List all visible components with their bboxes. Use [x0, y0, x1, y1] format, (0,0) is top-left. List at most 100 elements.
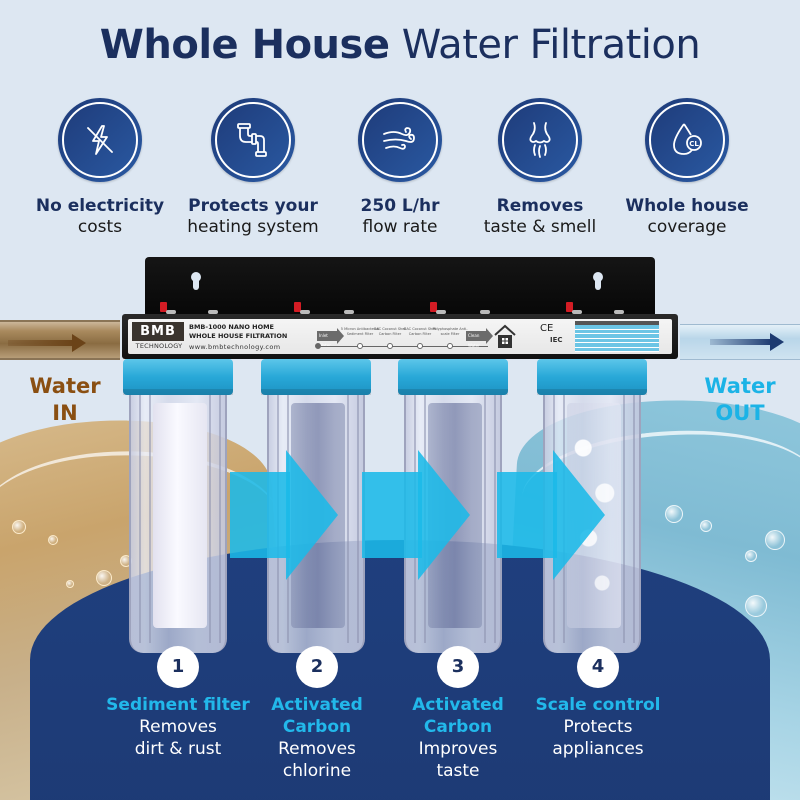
screw [614, 310, 624, 314]
filter-cap-4 [537, 359, 647, 395]
ce-mark: CE [540, 323, 554, 334]
keyhole-icon [593, 272, 603, 290]
screw [208, 310, 218, 314]
step-desc: appliances [552, 739, 644, 759]
pressure-valve [294, 302, 301, 312]
water-in-label: Water IN [20, 373, 110, 427]
step-number: 2 [296, 646, 338, 688]
step-desc: Removes [139, 717, 217, 737]
bubble [12, 520, 26, 534]
screw [572, 310, 582, 314]
brand-logo: BMB [132, 322, 184, 341]
step-title: Scale control [535, 695, 661, 715]
brand-subtitle: TECHNOLOGY [135, 342, 183, 350]
brand-url: www.bmbtechnology.com [189, 343, 281, 351]
bubble [745, 595, 767, 617]
step-2: 2 Activated Carbon Removes chlorine [237, 646, 397, 782]
feature-heating: Protects your heating system [173, 98, 333, 237]
pressure-valve [566, 302, 573, 312]
screw [166, 310, 176, 314]
stage-dot [387, 343, 393, 349]
step-title: Sediment filter [106, 695, 250, 715]
feature-subtitle: flow rate [362, 217, 438, 237]
feature-title: 250 L/hr [360, 196, 440, 216]
water-out-line1: Water [704, 374, 776, 398]
step-desc: chlorine [282, 761, 352, 781]
chlorine-symbol: CL [689, 140, 699, 148]
step-title: Activated [271, 695, 363, 715]
feature-flow-rate: 250 L/hr flow rate [320, 98, 480, 237]
water-in-line1: Water [29, 374, 101, 398]
feature-subtitle: costs [77, 217, 123, 237]
inlet-arrow-icon [8, 334, 88, 352]
step-title: Carbon [282, 717, 352, 737]
feature-title: Removes [496, 196, 584, 216]
step-desc: Protects [563, 717, 633, 737]
step-4: 4 Scale control Protects appliances [518, 646, 678, 760]
bubble [96, 570, 112, 586]
feature-title: Whole house [625, 196, 749, 216]
house-icon [494, 324, 516, 348]
model-line2: WHOLE HOUSE FILTRATION [189, 332, 288, 340]
bubble [48, 535, 58, 545]
iec-mark: IEC [550, 336, 563, 344]
flow-arrow-icon [497, 450, 605, 580]
feature-row: No electricity costs Protects your heati… [20, 98, 780, 248]
step-desc: taste [436, 761, 480, 781]
feature-whole-house: CL Whole house coverage [607, 98, 767, 237]
no-electricity-icon [58, 98, 142, 182]
step-1: 1 Sediment filter Removes dirt & rust [98, 646, 258, 760]
pressure-valve [160, 302, 167, 312]
wind-flow-icon [358, 98, 442, 182]
bubble [765, 530, 785, 550]
model-line1: BMB-1000 NANO HOME [189, 323, 275, 331]
flow-arrow-icon [362, 450, 470, 580]
step-number: 1 [157, 646, 199, 688]
stage-line [318, 346, 488, 347]
step-3: 3 Activated Carbon Improves taste [378, 646, 538, 782]
page-title: Whole House Water Filtration [0, 22, 800, 68]
screw [436, 310, 446, 314]
feature-title: No electricity [35, 196, 165, 216]
step-title: Activated [412, 695, 504, 715]
screw [344, 310, 354, 314]
pipe-icon [211, 98, 295, 182]
water-drop-chlorine-icon: CL [645, 98, 729, 182]
bubble [745, 550, 757, 562]
filter-cap-2 [261, 359, 371, 395]
water-out-line2: OUT [715, 401, 765, 425]
feature-subtitle: taste & smell [483, 217, 597, 237]
title-bold: Whole House [99, 22, 390, 68]
feature-subtitle: heating system [187, 217, 319, 237]
step-number: 3 [437, 646, 479, 688]
feature-subtitle: coverage [647, 217, 727, 237]
stage-dot [447, 343, 453, 349]
filter-cap-1 [123, 359, 233, 395]
bubble [665, 505, 683, 523]
stage-label: GAC Coconut Shell Carbon Filter [403, 327, 437, 336]
stage-dot [417, 343, 423, 349]
bubble [66, 580, 74, 588]
water-out-label: Water OUT [690, 373, 790, 427]
inlet-water-arrow: Inlet Water [317, 328, 344, 348]
keyhole-icon [191, 272, 201, 290]
spec-table [575, 321, 659, 352]
nose-smell-icon [498, 98, 582, 182]
bubble [700, 520, 712, 532]
step-desc: dirt & rust [134, 739, 222, 759]
mounting-bracket [145, 257, 655, 317]
stage-label: Polyphosphate Anti-scale Filter [432, 327, 468, 336]
stage-dot [357, 343, 363, 349]
step-desc: Removes [278, 739, 356, 759]
water-in-line2: IN [52, 401, 78, 425]
stage-label: 5 Micron Antibacterial Sediment Filter [340, 327, 380, 336]
filter-housing-sediment [129, 395, 227, 653]
step-number: 4 [577, 646, 619, 688]
feature-taste-smell: Removes taste & smell [460, 98, 620, 237]
flow-arrow-icon [230, 450, 338, 580]
title-light: Water Filtration [401, 22, 701, 68]
outlet-arrow-icon [710, 333, 790, 351]
step-desc: Improves [418, 739, 498, 759]
stage-dot [315, 343, 321, 349]
